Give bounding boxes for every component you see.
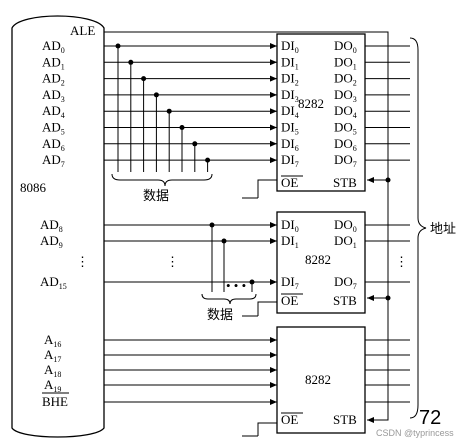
latch2-do1-label: DO1 — [334, 233, 357, 250]
latch3-oe-label: OE — [281, 412, 298, 427]
ad7-label: AD7 — [42, 152, 65, 169]
latch1-di1-label: DI1 — [281, 54, 299, 71]
address-bus-brace — [409, 37, 427, 419]
arrow-head — [270, 108, 277, 115]
latch-box-3 — [276, 326, 366, 434]
latch2-do2-label: DO7 — [334, 274, 357, 291]
latch2-di0-label: DI0 — [281, 217, 299, 234]
oe-ground-wiring — [242, 179, 277, 437]
latch1-di4-label: DI4 — [281, 103, 299, 120]
latch1-di3-label: DI3 — [281, 87, 299, 104]
a17-label: A17 — [44, 347, 61, 364]
arrow-head — [270, 279, 277, 285]
ad3-label: AD3 — [42, 87, 65, 104]
latch1-do6-label: DO6 — [334, 136, 357, 153]
ad5-label: AD5 — [42, 120, 65, 137]
arrow-head — [270, 140, 277, 147]
cpu-8086-label: 8086 — [20, 180, 47, 195]
latch1-oe-label: OE — [281, 175, 298, 190]
ale-strobe-wiring — [104, 31, 391, 423]
latch1-do5-label: DO5 — [334, 120, 357, 137]
ad0-label: AD0 — [42, 38, 65, 55]
cpu-8086-block — [11, 15, 105, 438]
arrow-head — [270, 337, 277, 343]
taps-horizontal-dots: • • • — [226, 278, 246, 293]
arrow-head — [270, 43, 277, 49]
arrow-head — [270, 157, 277, 164]
latch1-do2-label: DO2 — [334, 71, 357, 88]
csdn-watermark: CSDN @typrincess — [376, 428, 454, 438]
bhe-label: BHE — [42, 394, 68, 409]
ad-high-1-label: AD9 — [40, 233, 63, 250]
output-vertical-ellipsis: ⋮ — [395, 254, 408, 269]
latch2-do0-label: DO0 — [334, 217, 357, 234]
arrow-head — [270, 91, 277, 98]
a18-label: A18 — [44, 362, 61, 379]
a19-label: A19 — [44, 377, 61, 394]
latch1-di2-label: DI2 — [281, 71, 299, 88]
arrow-head — [270, 124, 277, 131]
cpu-vertical-ellipsis: ⋮ — [76, 254, 89, 269]
latch2-di2-label: DI7 — [281, 274, 299, 291]
bus-vertical-ellipsis: ⋮ — [166, 254, 179, 269]
latch1-do4-label: DO4 — [334, 103, 357, 120]
data-brace-high — [201, 293, 257, 305]
arrow-head — [270, 352, 277, 358]
data-label-high: 数据 — [207, 308, 233, 323]
latch1-di5-label: DI5 — [281, 120, 299, 137]
data-label-low: 数据 — [143, 189, 169, 204]
ad-high-0-label: AD8 — [40, 217, 63, 234]
latch2-oe-label: OE — [281, 293, 298, 308]
latch1-do7-label: DO7 — [334, 152, 357, 169]
data-brace-low — [111, 173, 213, 187]
arrow-head — [270, 367, 277, 373]
ad4-label: AD4 — [42, 103, 65, 120]
latch-box-1 — [276, 33, 366, 192]
latch1-do3-label: DO3 — [334, 87, 357, 104]
arrow-head — [270, 238, 277, 244]
latch3-stb-label: STB — [333, 412, 357, 427]
latch1-do0-label: DO0 — [334, 38, 357, 55]
latch2-stb-label: STB — [333, 293, 357, 308]
latch-2-name: 8282 — [305, 252, 331, 267]
a16-label: A16 — [44, 332, 61, 349]
ad2-label: AD2 — [42, 71, 65, 88]
arrow-head — [270, 75, 277, 82]
ad6-label: AD6 — [42, 136, 65, 153]
arrow-head — [270, 399, 277, 405]
latch-box-2 — [276, 211, 366, 314]
latch1-di6-label: DI6 — [281, 136, 299, 153]
arrow-head — [270, 59, 277, 66]
latch-3-name: 8282 — [305, 372, 331, 387]
latch1-do1-label: DO1 — [334, 54, 357, 71]
latch1-di0-label: DI0 — [281, 38, 299, 55]
ad-high-2-label: AD15 — [40, 274, 67, 291]
latch2-di1-label: DI1 — [281, 233, 299, 250]
latch1-stb-label: STB — [333, 175, 357, 190]
ad1-label: AD1 — [42, 54, 65, 71]
ale-label: ALE — [70, 23, 95, 38]
latch1-di7-label: DI7 — [281, 152, 299, 169]
latch-1-name: 8282 — [298, 96, 324, 111]
address-label: 地址 — [430, 222, 456, 237]
page-number: 72 — [419, 407, 441, 429]
arrow-head — [270, 222, 277, 228]
arrow-head — [270, 382, 277, 388]
